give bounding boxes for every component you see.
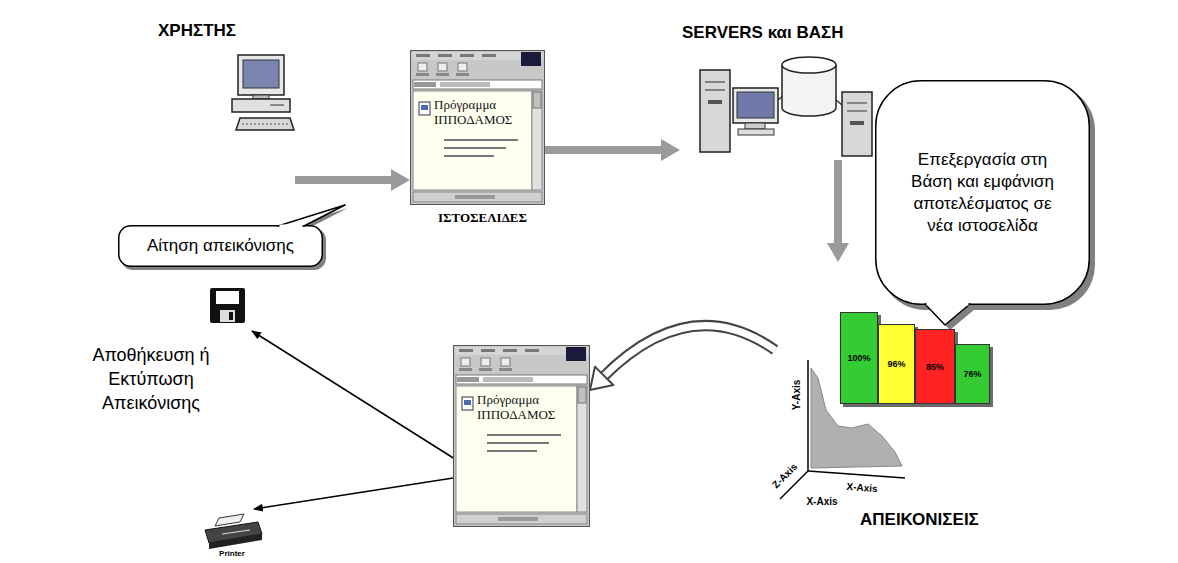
node-text: ΧΡΗΣΤΗΣ [158, 21, 236, 41]
user-computer-icon [232, 55, 294, 130]
browser-window: Πρόγραμμα ΙΠΠΟΔΑΜΟΣ [453, 345, 590, 527]
bar: 76% [955, 344, 990, 404]
flow-arrow [827, 160, 849, 262]
node-text: Πρόγραμμα ΙΠΠΟΔΑΜΟΣ [477, 393, 574, 423]
node-text: Πρόγραμμα ΙΠΠΟΔΑΜΟΣ [434, 98, 529, 128]
curved-arrow-body [603, 326, 775, 378]
node-text: SERVERS και ΒΑΣΗ [682, 23, 844, 43]
arrow-shaft [545, 146, 662, 154]
flow-arrow [295, 169, 410, 191]
leader-arrow [254, 476, 466, 509]
printer-icon [205, 514, 262, 549]
flow-arrow [545, 139, 680, 161]
arrow-head [661, 139, 680, 161]
axis-label: X-Axis [846, 482, 878, 495]
server-icons [700, 57, 872, 156]
arrow-shaft [834, 160, 842, 244]
speech-bubble: Επεξεργασία στη Βάση και εμφάνιση αποτελ… [875, 80, 1090, 305]
chart-group: ΑΠΕΙΚΟΝΙΣΕΙΣ 100% 96% 85% 76% [775, 262, 1000, 534]
browser-window-frame [410, 50, 545, 205]
axis-label: Z-Axis [771, 462, 800, 491]
node-text: 76% [963, 369, 981, 379]
node-text: Αίτηση απεικόνισης [147, 236, 294, 256]
flow-arrow [590, 326, 775, 390]
action-note: Αποθήκευση ή Εκτύπωση Απεικόνισης [66, 343, 236, 415]
bar: 96% [878, 324, 915, 404]
section-label: ΙΣΤΟΣΕΛΙΔΕΣ [438, 210, 527, 226]
leader-arrow [252, 331, 466, 466]
axis-label: X-Axis [806, 497, 837, 507]
speech-bubble-outline [875, 80, 1090, 305]
axis-label: Y-Axis [792, 380, 802, 411]
floppy-disk-icon [210, 288, 245, 323]
arrow-shaft [295, 176, 392, 184]
node-text: 96% [887, 359, 905, 369]
curved-arrow-outline [603, 326, 775, 378]
bar: 100% [840, 312, 878, 404]
browser-window: Πρόγραμμα ΙΠΠΟΔΑΜΟΣ [410, 50, 545, 205]
arrow-head [590, 367, 613, 390]
arrow-head [827, 243, 849, 262]
device-label: Printer [219, 550, 245, 558]
callout-box: Αίτηση απεικόνισης [118, 225, 323, 267]
browser-window-frame [453, 345, 590, 527]
node-text: 85% [926, 362, 944, 372]
arrow-head [391, 169, 410, 191]
user-node: ΧΡΗΣΤΗΣ [150, 15, 295, 190]
node-text: 100% [847, 353, 870, 363]
bar: 85% [915, 329, 955, 404]
server-node: SERVERS και ΒΑΣΗ [680, 15, 875, 160]
node-text: Επεξεργασία στη Βάση και εμφάνιση αποτελ… [908, 149, 1058, 237]
node-text: ΑΠΕΙΚΟΝΙΣΕΙΣ [860, 510, 979, 530]
